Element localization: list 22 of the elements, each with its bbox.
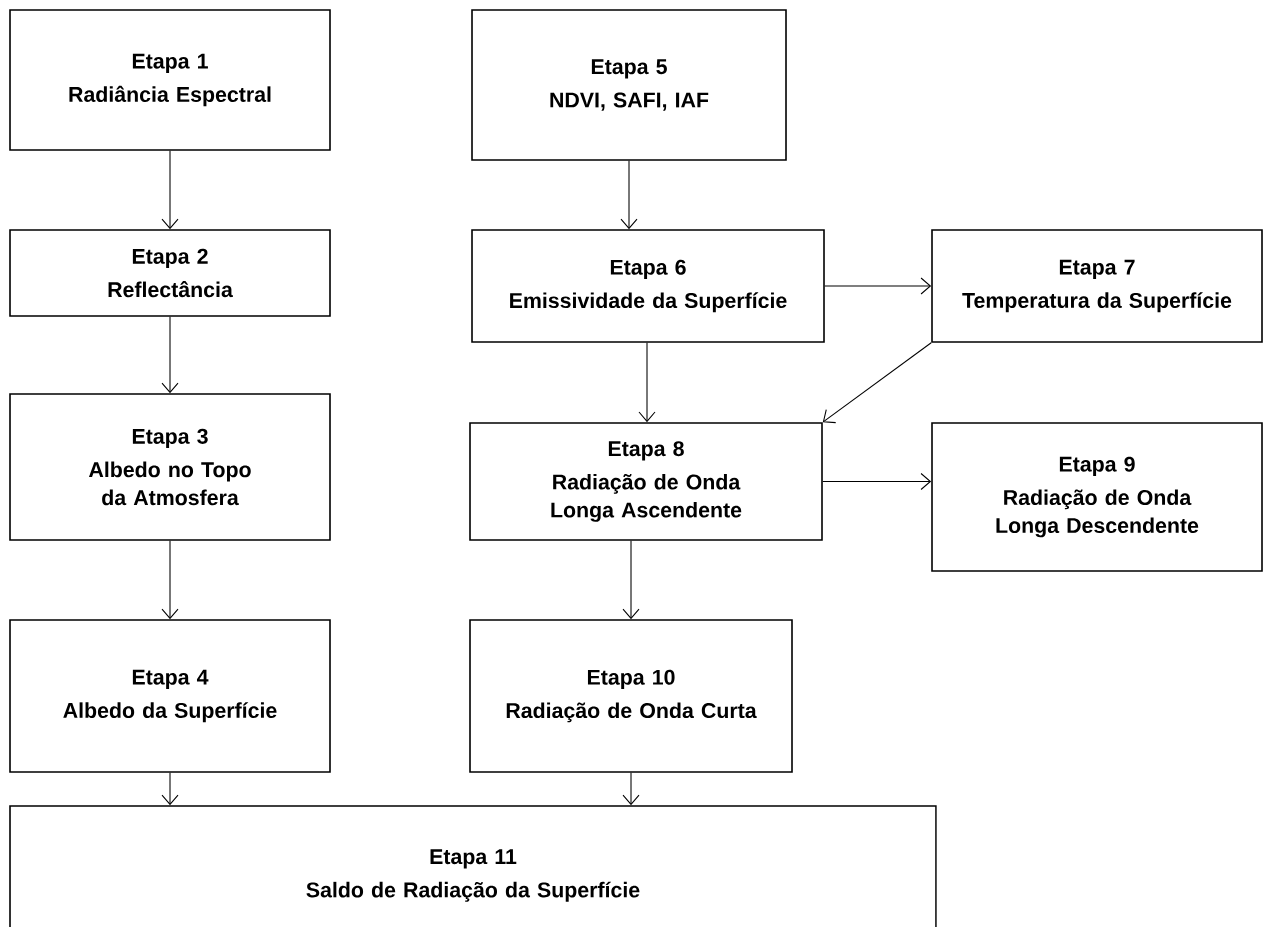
process-box: Etapa 8 Radiação de Onda Longa Ascendente <box>469 422 823 541</box>
process-box: Etapa 9 Radiação de Onda Longa Descendente <box>931 422 1263 572</box>
arrow <box>161 772 179 806</box>
arrow <box>824 277 932 295</box>
arrow <box>620 160 638 230</box>
arrow <box>822 472 932 491</box>
arrow <box>822 342 932 424</box>
process-box: Etapa 1 Radiância Espectral <box>9 9 331 151</box>
arrow <box>161 316 179 394</box>
arrow <box>638 342 656 423</box>
process-box: Etapa 7 Temperatura da Superfície <box>931 229 1263 343</box>
process-box: Etapa 6 Emissividade da Superfície <box>471 229 825 343</box>
process-box: Etapa 4 Albedo da Superfície <box>9 619 331 773</box>
process-box: Etapa 2 Reflectância <box>9 229 331 317</box>
process-box: Etapa 3 Albedo no Topo da Atmosfera <box>9 393 331 541</box>
arrow <box>161 540 179 620</box>
arrow <box>161 150 179 230</box>
process-box: Etapa 11 Saldo de Radiação da Superfície <box>9 805 937 927</box>
arrow <box>622 540 640 620</box>
process-box: Etapa 10 Radiação de Onda Curta <box>469 619 793 773</box>
process-box: Etapa 5 NDVI, SAFI, IAF <box>471 9 787 161</box>
arrow <box>622 772 640 806</box>
